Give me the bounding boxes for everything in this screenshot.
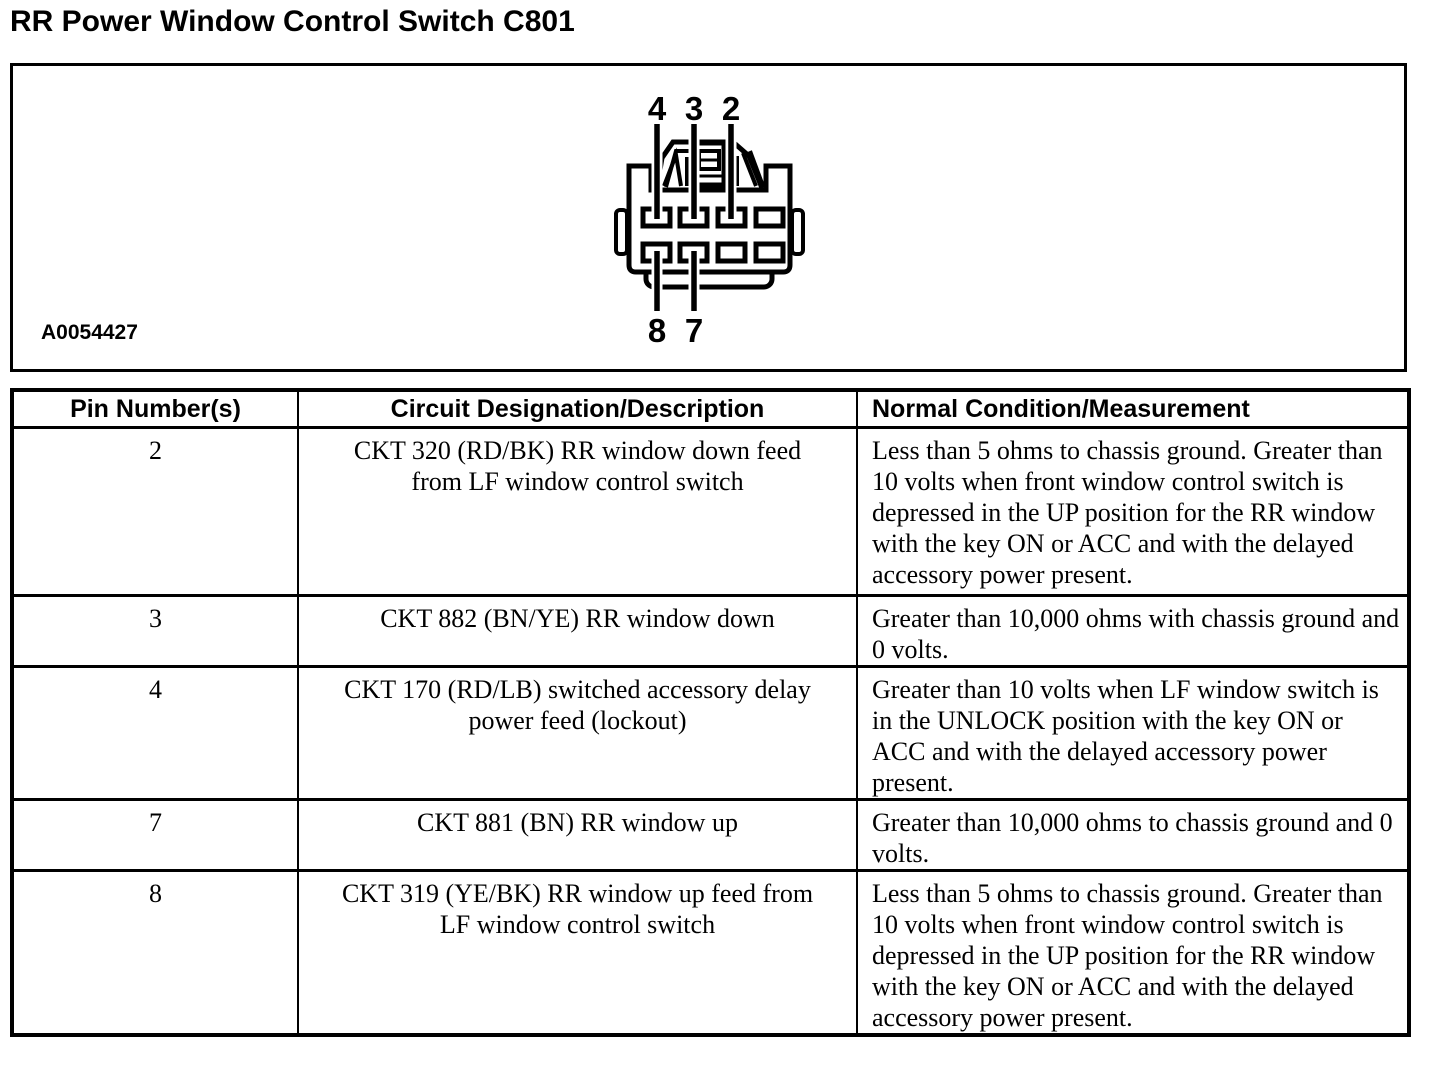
table-row-pin-3: 3 CKT 882 (BN/YE) RR window down Greater… bbox=[11, 594, 1410, 668]
circuit-cell: CKT 320 (RD/BK) RR window down feed from… bbox=[297, 426, 858, 597]
condition-cell: Less than 5 ohms to chassis ground. Grea… bbox=[856, 426, 1410, 597]
circuit-line: from LF window control switch bbox=[411, 467, 744, 496]
circuit-cell: CKT 319 (YE/BK) RR window up feed from L… bbox=[297, 869, 858, 1037]
pin-table: Pin Number(s) Circuit Designation/Descri… bbox=[10, 388, 1411, 1037]
circuit-line: CKT 881 (BN) RR window up bbox=[417, 808, 738, 837]
header-circuit-designation: Circuit Designation/Description bbox=[297, 388, 858, 429]
table-row-pin-7: 7 CKT 881 (BN) RR window up Greater than… bbox=[11, 798, 1410, 872]
header-pin-number: Pin Number(s) bbox=[11, 388, 299, 429]
figure-id: A0054427 bbox=[41, 321, 138, 344]
page-title: RR Power Window Control Switch C801 bbox=[10, 5, 575, 38]
pin-number-cell: 8 bbox=[11, 869, 299, 1037]
table-row-pin-8: 8 CKT 319 (YE/BK) RR window up feed from… bbox=[11, 869, 1410, 1037]
circuit-cell: CKT 881 (BN) RR window up bbox=[297, 798, 858, 872]
circuit-line: CKT 319 (YE/BK) RR window up feed from bbox=[341, 879, 814, 908]
pin-number-cell: 3 bbox=[11, 594, 299, 668]
condition-cell: Less than 5 ohms to chassis ground. Grea… bbox=[856, 869, 1410, 1037]
circuit-cell: CKT 170 (RD/LB) switched accessory delay… bbox=[297, 665, 858, 801]
circuit-line: CKT 320 (RD/BK) RR window down feed bbox=[353, 436, 802, 465]
circuit-line: power feed (lockout) bbox=[468, 706, 687, 735]
circuit-line: CKT 170 (RD/LB) switched accessory delay bbox=[344, 675, 811, 704]
circuit-cell: CKT 882 (BN/YE) RR window down bbox=[297, 594, 858, 668]
figure-box: A0054427 bbox=[10, 63, 1407, 372]
pin-number-cell: 4 bbox=[11, 665, 299, 801]
condition-cell: Greater than 10,000 ohms to chassis grou… bbox=[856, 798, 1410, 872]
condition-cell: Greater than 10,000 ohms with chassis gr… bbox=[856, 594, 1410, 668]
header-normal-condition: Normal Condition/Measurement bbox=[856, 388, 1410, 429]
circuit-line: LF window control switch bbox=[439, 910, 716, 939]
pin-number-cell: 2 bbox=[11, 426, 299, 597]
table-row-pin-2: 2 CKT 320 (RD/BK) RR window down feed fr… bbox=[11, 426, 1410, 597]
condition-cell: Greater than 10 volts when LF window swi… bbox=[856, 665, 1410, 801]
table-header-row: Pin Number(s) Circuit Designation/Descri… bbox=[11, 388, 1410, 429]
circuit-line: CKT 882 (BN/YE) RR window down bbox=[380, 604, 775, 633]
pin-number-cell: 7 bbox=[11, 798, 299, 872]
table-row-pin-4: 4 CKT 170 (RD/LB) switched accessory del… bbox=[11, 665, 1410, 801]
